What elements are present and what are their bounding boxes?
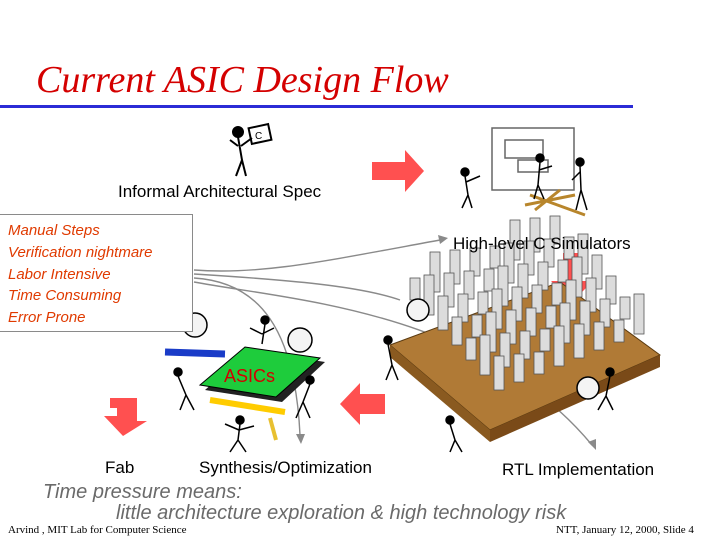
flow-arrow-icon — [104, 398, 147, 436]
stage-synthesis-label: Synthesis/Optimization — [199, 458, 372, 477]
spec-sheet-letter: C — [255, 131, 262, 142]
footer-left: Arvind , MIT Lab for Computer Science — [8, 524, 187, 536]
stage-simulators-label: High-level C Simulators — [453, 234, 631, 253]
rtl-building — [557, 259, 569, 283]
rtl-building — [525, 307, 537, 337]
rtl-building — [471, 314, 483, 338]
stage-rtl-label: RTL Implementation — [502, 460, 655, 479]
rtl-building — [465, 337, 477, 361]
rtl-building — [489, 245, 501, 269]
rtl-building — [593, 321, 605, 351]
rtl-building — [577, 233, 589, 275]
rtl-building — [463, 270, 475, 300]
flow-arrow-icon — [372, 150, 424, 192]
rtl-building — [545, 305, 557, 329]
rtl-building — [485, 311, 497, 353]
problems-box: Manual Steps Verification nightmare Labo… — [0, 214, 193, 332]
rtl-building — [571, 256, 583, 298]
rtl-building — [513, 353, 525, 383]
rtl-building — [449, 249, 461, 285]
rtl-building — [563, 236, 575, 260]
problem-item: Error Prone — [8, 309, 86, 327]
rtl-building — [519, 330, 531, 360]
page-title: Current ASIC Design Flow — [36, 59, 449, 101]
rtl-building — [549, 215, 561, 245]
footnote-line2: little architecture exploration & high t… — [116, 502, 567, 524]
rtl-building — [409, 277, 421, 301]
rtl-building — [479, 334, 491, 376]
rtl-building — [573, 323, 585, 359]
rtl-building — [423, 274, 435, 316]
rtl-building — [533, 351, 545, 375]
rtl-building — [551, 282, 563, 306]
rtl-building — [497, 265, 509, 307]
flow-arrow-icon — [340, 383, 385, 425]
footnote-line1: Time pressure means: — [43, 481, 242, 503]
asic-chip-team-icon — [164, 312, 325, 453]
rtl-building — [599, 298, 611, 328]
rtl-building — [553, 325, 565, 367]
rtl-building-array-icon — [389, 215, 661, 442]
chip-label: ASICs — [224, 366, 275, 386]
rtl-building — [483, 268, 495, 292]
problem-item: Verification nightmare — [8, 243, 153, 261]
rtl-building — [537, 261, 549, 291]
rtl-building — [457, 293, 469, 323]
rtl-building — [429, 251, 441, 293]
rtl-building — [493, 355, 505, 391]
rtl-building — [443, 272, 455, 308]
rtl-building — [539, 328, 551, 352]
rtl-building — [579, 300, 591, 336]
rtl-building — [451, 316, 463, 346]
rtl-building — [469, 247, 481, 277]
rtl-building — [633, 293, 645, 335]
rtl-building — [585, 277, 597, 313]
rtl-building — [565, 279, 577, 321]
rtl-building — [605, 275, 617, 305]
rtl-building — [499, 332, 511, 368]
rtl-building — [477, 291, 489, 315]
rtl-building — [619, 296, 631, 320]
rtl-building — [517, 263, 529, 299]
simulator-team-icon — [460, 127, 588, 217]
rtl-building — [531, 284, 543, 314]
stage-spec-label: Informal Architectural Spec — [118, 182, 322, 201]
rtl-building — [523, 240, 535, 276]
rtl-building — [559, 302, 571, 344]
connector-arrowheads — [296, 235, 596, 450]
rtl-building — [491, 288, 503, 330]
rtl-building — [529, 217, 541, 253]
problem-item: Manual Steps — [8, 222, 100, 239]
rtl-building — [543, 238, 555, 268]
rtl-building — [591, 254, 603, 290]
rtl-building — [613, 319, 625, 343]
rtl-building — [509, 219, 521, 261]
inspector-team-icon — [383, 298, 615, 453]
problem-item: Labor Intensive — [8, 265, 111, 283]
rtl-building — [505, 309, 517, 345]
stage-fab-label: Fab — [105, 458, 135, 477]
rtl-building — [503, 242, 515, 284]
title-rule — [0, 105, 633, 108]
rtl-building — [511, 286, 523, 322]
spec-person-icon: C — [229, 122, 273, 177]
problem-item: Time Consuming — [8, 287, 122, 305]
footer-right: NTT, January 12, 2000, Slide 4 — [556, 524, 694, 536]
rtl-building — [437, 295, 449, 331]
